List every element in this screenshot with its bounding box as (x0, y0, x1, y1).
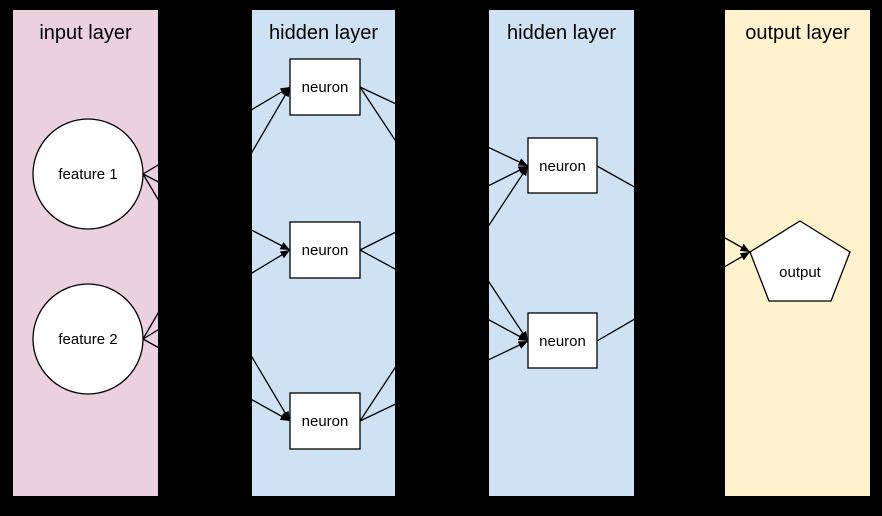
edge-h2n2-output (596, 251, 751, 342)
edge-h2n1-output (596, 165, 751, 253)
edge-h1n1-h2n2 (359, 86, 529, 342)
node-output-label: output (779, 264, 822, 281)
edge-h1n3-h2n1 (359, 165, 529, 422)
node-h1-neuron-1 (289, 58, 361, 116)
edge-feature2-h1n1 (142, 86, 291, 340)
node-h1-neuron-3-label: neuron (302, 413, 349, 430)
edge-h1n2-h2n2 (359, 249, 529, 342)
input-layer-title: input layer (39, 22, 132, 44)
node-feature-2-label: feature 2 (58, 331, 117, 348)
node-h2-neuron-2 (527, 312, 598, 369)
hidden-layer-1-title: hidden layer (269, 22, 378, 44)
node-output-pentagon (749, 220, 851, 302)
node-h2-neuron-1-label: neuron (539, 158, 586, 175)
node-feature-1-label: feature 1 (58, 166, 117, 183)
node-feature-1 (32, 118, 144, 230)
node-h2-neuron-2-label: neuron (539, 333, 586, 350)
hidden-layer-2-title: hidden layer (507, 22, 616, 44)
node-h1-neuron-3 (289, 392, 361, 450)
edge-feature2-h1n3 (142, 338, 291, 422)
edge-feature1-h1n1 (142, 86, 291, 175)
node-h1-neuron-2-label: neuron (302, 242, 349, 259)
output-layer-title: output layer (745, 22, 850, 44)
input-layer-panel (13, 10, 158, 496)
node-feature-2 (32, 283, 144, 395)
edge-h1n3-h2n2 (359, 340, 529, 422)
node-h1-neuron-1-label: neuron (302, 79, 349, 96)
node-h2-neuron-1 (527, 137, 598, 194)
edge-feature1-h1n3 (142, 173, 291, 422)
hidden-layer-2-panel (489, 10, 634, 496)
edge-h1n1-h2n1 (359, 86, 529, 167)
node-h1-neuron-2 (289, 221, 361, 279)
edge-feature2-h1n2 (142, 249, 291, 340)
connection-lines (142, 86, 751, 422)
edge-h1n2-h2n1 (359, 165, 529, 251)
